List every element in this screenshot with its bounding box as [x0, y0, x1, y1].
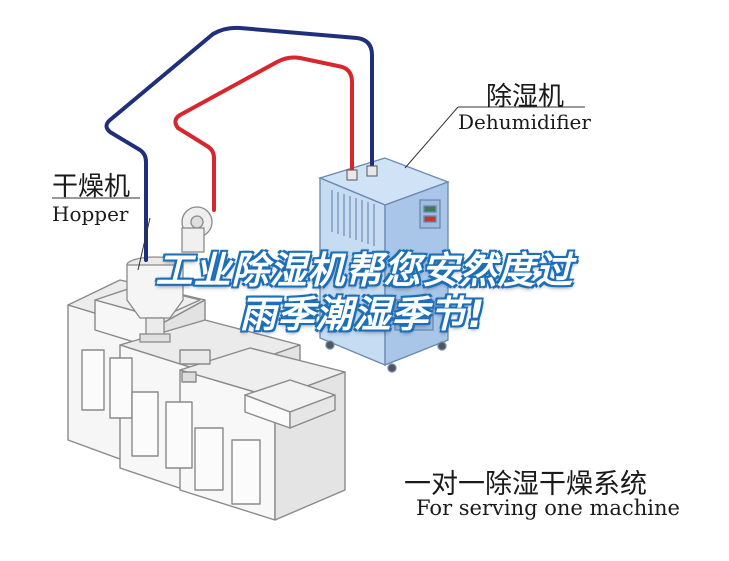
leader-lines	[52, 106, 585, 271]
headline-line-2: 雨季潮湿季节!	[239, 293, 486, 336]
hopper-label-cn: 干燥机	[52, 172, 131, 202]
hopper-label-en: Hopper	[52, 202, 129, 226]
injection-molding-machine	[67, 279, 346, 521]
system-label-cn: 一对一除湿干燥系统	[404, 469, 647, 500]
system-label-en: For serving one machine	[416, 496, 680, 520]
dehumidifier-cabinet	[318, 157, 450, 373]
pipe-connectors	[346, 165, 378, 181]
headline-line-1: 工业除湿机帮您安然度过	[155, 249, 574, 292]
red-supply-pipe	[173, 55, 354, 212]
dehumidifier-label-en: Dehumidifier	[458, 110, 591, 134]
blue-return-pipe	[104, 25, 374, 262]
dehumidifier-label-cn: 除湿机	[486, 82, 565, 112]
hopper-dryer	[126, 206, 213, 343]
